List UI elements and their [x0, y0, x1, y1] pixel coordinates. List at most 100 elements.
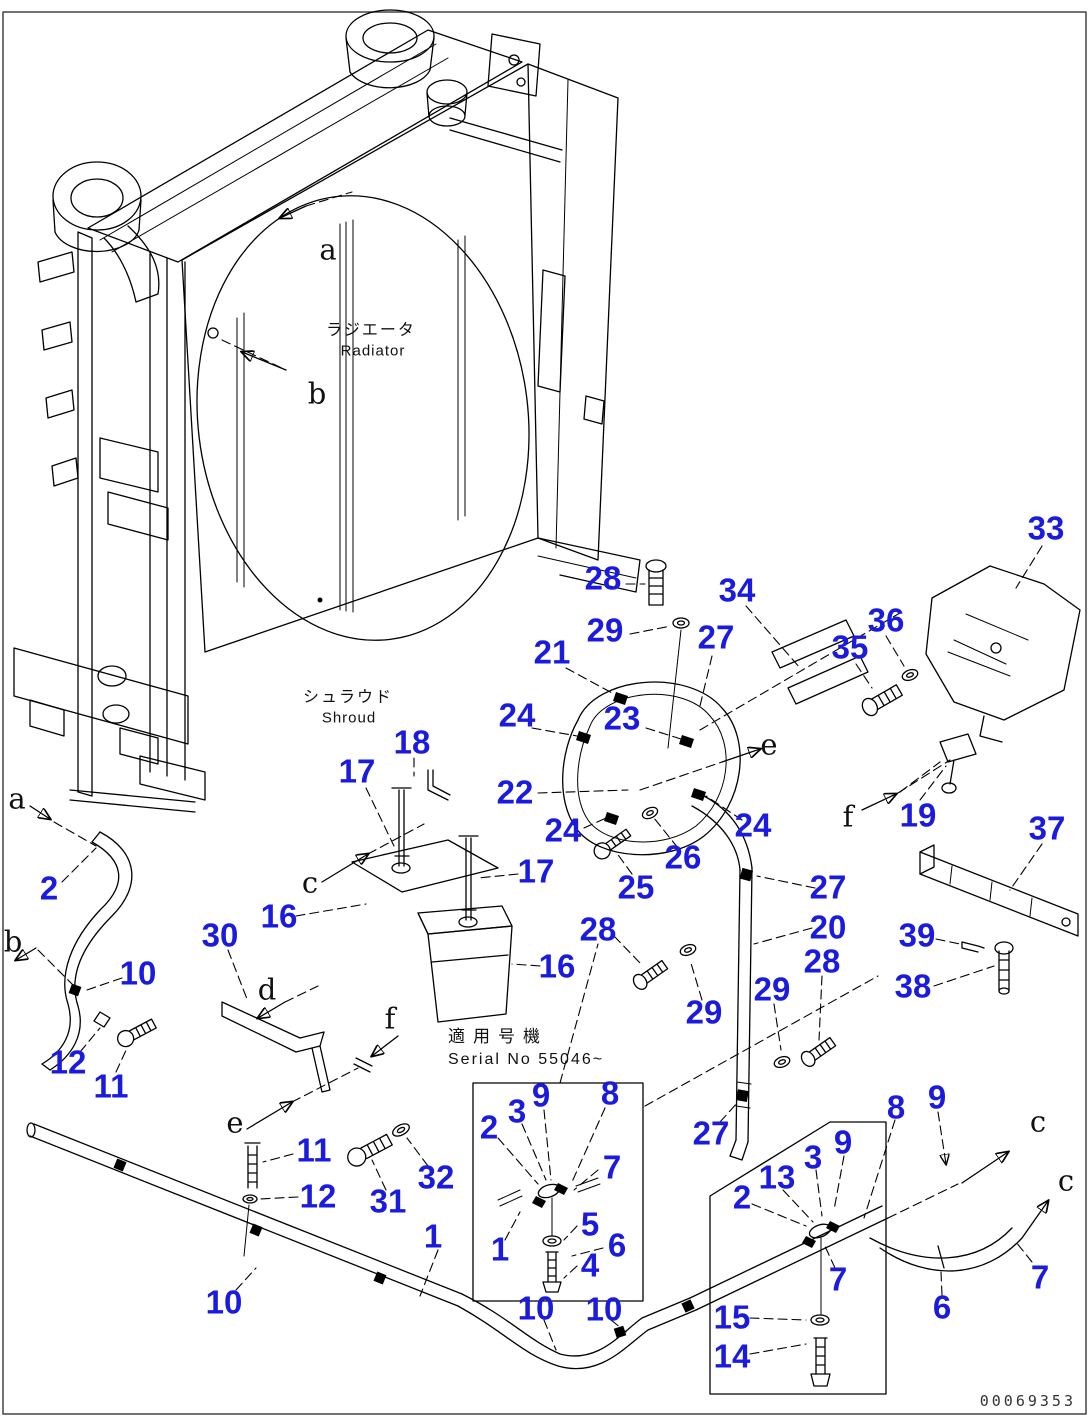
loop-hose: [562, 629, 753, 871]
callout-10: 10: [517, 1289, 555, 1327]
callout-28: 28: [803, 942, 841, 980]
callout-24: 24: [544, 811, 582, 849]
bracket-30: [221, 1001, 373, 1093]
view-label-c: c: [301, 865, 319, 900]
callout-29: 29: [586, 611, 624, 649]
callout-38: 38: [894, 967, 932, 1005]
callout-11: 11: [93, 1067, 129, 1105]
leader-lines: [61, 545, 1043, 1355]
view-label-c: c: [1029, 1104, 1047, 1139]
serial-label-jp: 適用号機: [448, 1027, 548, 1046]
view-arrows: [16, 191, 1048, 1239]
callout-6: 6: [932, 1288, 952, 1326]
callout-2: 2: [732, 1178, 752, 1216]
view-label-b: b: [307, 376, 327, 411]
callout-11: 11: [296, 1131, 332, 1169]
view-label-b: b: [3, 924, 23, 959]
callout-12: 12: [49, 1043, 87, 1081]
callout-27: 27: [809, 868, 847, 906]
inset-detail-1: [472, 943, 879, 1302]
callout-9: 9: [927, 1078, 947, 1116]
callout-28: 28: [579, 910, 617, 948]
hose-2: [41, 831, 157, 1071]
shroud-label-jp: シュラウド: [302, 689, 394, 706]
radiator-label-jp: ラジエータ: [326, 322, 416, 339]
view-label-a: a: [8, 781, 26, 816]
callout-7: 7: [602, 1148, 622, 1186]
callout-33: 33: [1027, 509, 1065, 547]
view-label-f: f: [842, 799, 854, 834]
callout-2: 2: [479, 1108, 499, 1146]
view-label-a: a: [319, 232, 337, 267]
callout-28: 28: [584, 559, 622, 597]
long-pipe: [26, 1122, 1023, 1370]
callout-19: 19: [899, 796, 937, 834]
inset-detail-2: [709, 1121, 887, 1395]
page-border: [2, 11, 1087, 1415]
callout-21: 21: [533, 633, 571, 671]
callout-10: 10: [119, 954, 157, 992]
callout-39: 39: [898, 916, 936, 954]
view-label-f: f: [384, 1001, 396, 1036]
callout-6: 6: [607, 1226, 627, 1264]
callout-10: 10: [585, 1290, 623, 1328]
callout-14: 14: [713, 1337, 751, 1375]
callout-30: 30: [201, 916, 239, 954]
callout-20: 20: [809, 908, 847, 946]
overflow-pipe: [729, 867, 754, 1161]
view-label-e: e: [760, 727, 778, 762]
bracket-37-group: [919, 844, 1079, 995]
callout-1: 1: [423, 1217, 443, 1255]
callout-31: 31: [369, 1182, 407, 1220]
callout-16: 16: [260, 897, 298, 935]
callout-9: 9: [531, 1076, 551, 1114]
callout-36: 36: [867, 601, 905, 639]
callout-18: 18: [393, 723, 431, 761]
callout-22: 22: [496, 773, 534, 811]
drawing-number: 00069353: [979, 1392, 1076, 1410]
reservoir-tank: [351, 769, 513, 1023]
serial-applicability: 適用号機 Serial No 55046~: [448, 1022, 604, 1069]
callout-29: 29: [685, 993, 723, 1031]
callout-8: 8: [600, 1074, 620, 1112]
bracket-33-group: [699, 565, 1081, 794]
callout-23: 23: [603, 699, 641, 737]
view-label-d: d: [257, 972, 277, 1007]
callout-32: 32: [417, 1158, 455, 1196]
shroud-label-en: Shroud: [321, 709, 377, 727]
view-label-e: e: [226, 1105, 244, 1140]
callout-7: 7: [828, 1260, 848, 1298]
callout-34: 34: [718, 571, 756, 609]
callout-12: 12: [299, 1177, 337, 1215]
radiator-assembly: [13, 9, 641, 813]
callout-9: 9: [833, 1123, 853, 1161]
mid-fasteners: [632, 559, 837, 1069]
callout-4: 4: [580, 1246, 600, 1284]
callout-2: 2: [39, 869, 59, 907]
callout-27: 27: [697, 618, 735, 656]
callout-15: 15: [713, 1298, 751, 1336]
callout-10: 10: [205, 1283, 243, 1321]
callout-35: 35: [831, 628, 869, 666]
callout-13: 13: [758, 1158, 796, 1196]
callout-5: 5: [580, 1205, 600, 1243]
callout-7: 7: [1030, 1258, 1050, 1296]
callout-3: 3: [507, 1092, 527, 1130]
serial-label-en: Serial No 55046~: [448, 1051, 605, 1068]
callout-16: 16: [538, 947, 576, 985]
callout-37: 37: [1028, 809, 1066, 847]
callout-29: 29: [753, 970, 791, 1008]
callout-8: 8: [886, 1088, 906, 1126]
callout-1: 1: [490, 1230, 510, 1268]
view-label-c: c: [1057, 1163, 1075, 1198]
radiator-label-en: Radiator: [340, 342, 406, 360]
callout-3: 3: [803, 1138, 823, 1176]
callout-26: 26: [664, 838, 702, 876]
callout-17: 17: [517, 852, 555, 890]
callout-24: 24: [498, 696, 536, 734]
callout-27: 27: [692, 1114, 730, 1152]
callout-24: 24: [734, 806, 772, 844]
callout-17: 17: [338, 752, 376, 790]
